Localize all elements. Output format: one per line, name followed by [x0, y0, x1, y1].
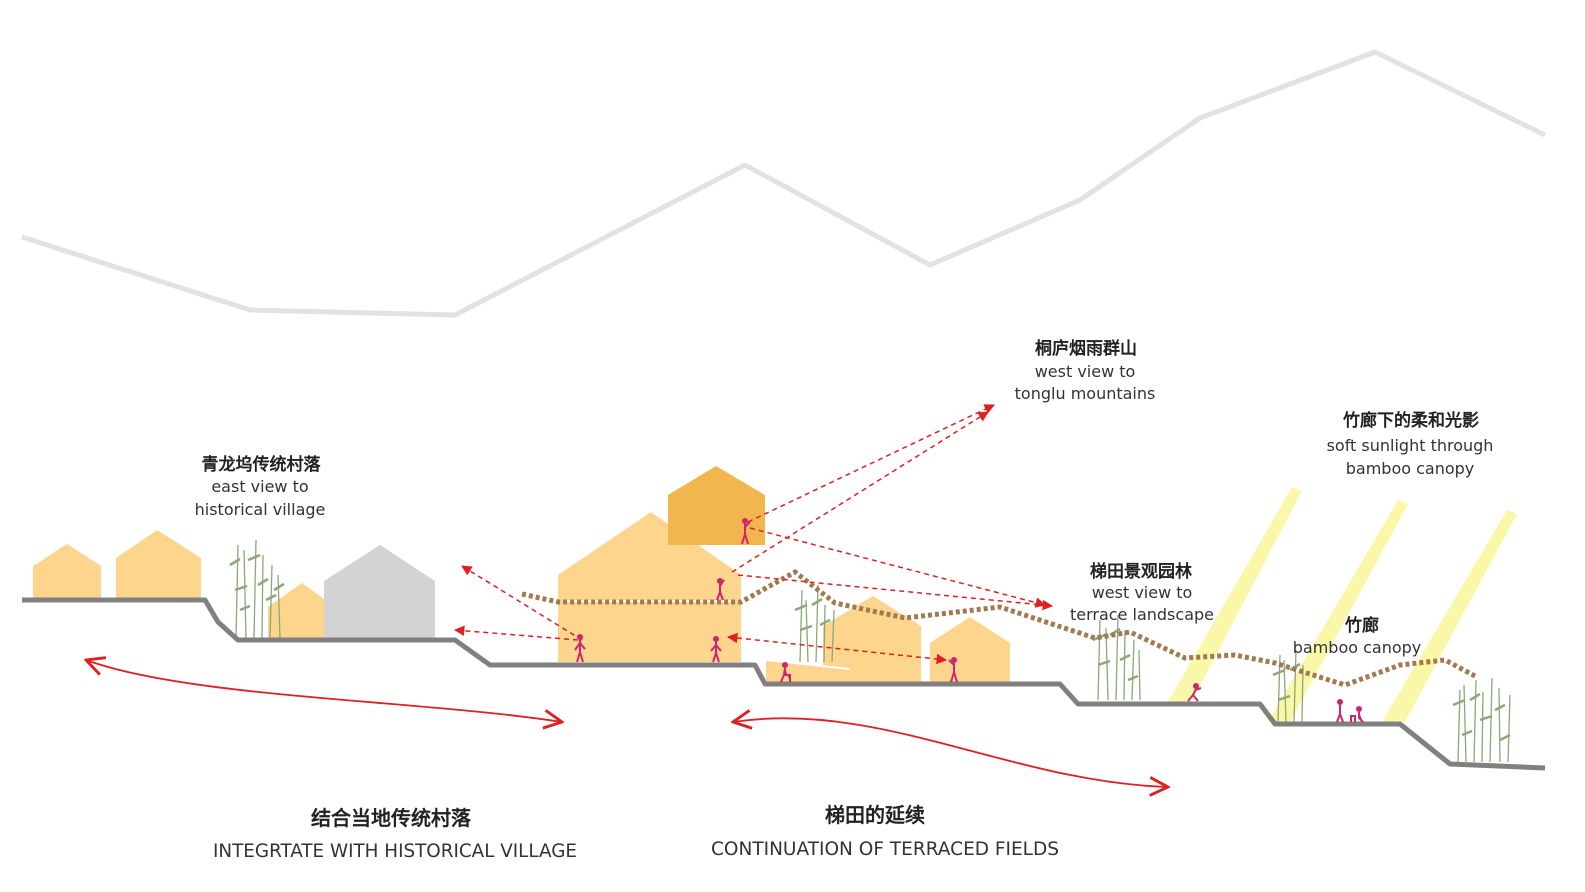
canopy-label-en-1: bamboo canopy	[1293, 638, 1422, 657]
village-label-en-1: east view to	[211, 477, 308, 496]
mountains-label-cn: 桐庐烟雨群山	[1035, 338, 1137, 359]
bamboo-cluster	[1452, 677, 1511, 763]
person	[1336, 699, 1344, 723]
caption-left: 结合当地传统村落 INTEGRTATE WITH HISTORICAL VILL…	[213, 806, 577, 862]
person	[1187, 683, 1202, 702]
cantilever-box	[668, 466, 765, 545]
terrace-continuation-arrow	[733, 718, 1168, 787]
label-sunlight: 竹廊下的柔和光影 soft sunlight through bamboo ca…	[1327, 410, 1494, 478]
people	[574, 518, 1364, 723]
terrace-label-en-1: west view to	[1092, 583, 1193, 602]
person	[741, 518, 751, 545]
person	[574, 634, 586, 663]
mountains-label-en-2: tonglu mountains	[1015, 384, 1156, 403]
caption-right: 梯田的延续 CONTINUATION OF TERRACED FIELDS	[711, 803, 1059, 860]
caption-right-en: CONTINUATION OF TERRACED FIELDS	[711, 838, 1059, 860]
bamboo-cluster	[1092, 614, 1141, 701]
person	[1350, 706, 1364, 723]
person	[780, 662, 791, 683]
label-canopy: 竹廊 bamboo canopy	[1293, 615, 1422, 657]
bamboo-clusters	[229, 539, 1511, 763]
bamboo-cluster	[794, 584, 835, 663]
house	[930, 617, 1010, 684]
person	[710, 636, 722, 663]
sunlight-label-en-2: bamboo canopy	[1346, 459, 1475, 478]
village-label-cn: 青龙坞传统村落	[202, 454, 322, 475]
bamboo-cluster	[229, 539, 285, 639]
houses	[33, 466, 1010, 684]
caption-right-cn: 梯田的延续	[825, 803, 925, 827]
label-mountains: 桐庐烟雨群山 west view to tonglu mountains	[1015, 338, 1156, 403]
canopy-label-cn: 竹廊	[1344, 615, 1379, 636]
sight-lines	[453, 404, 1054, 665]
house	[324, 545, 435, 639]
caption-left-cn: 结合当地传统村落	[311, 806, 472, 830]
caption-left-en: INTEGRTATE WITH HISTORICAL VILLAGE	[213, 840, 577, 862]
house	[116, 530, 201, 600]
terraced-ground	[22, 597, 1546, 771]
house	[33, 544, 101, 600]
sunlight-label-cn: 竹廊下的柔和光影	[1342, 410, 1479, 431]
sunlight-label-en-1: soft sunlight through	[1327, 436, 1494, 455]
house	[268, 583, 335, 639]
terrace-label-en-2: terrace landscape	[1070, 605, 1214, 624]
village-integration-arrow	[86, 660, 562, 722]
mountains-label-en-1: west view to	[1035, 362, 1136, 381]
mountain-silhouette	[21, 49, 1547, 318]
terrace-label-cn: 梯田景观园林	[1090, 561, 1192, 582]
main-building	[558, 512, 741, 662]
label-terrace: 梯田景观园林 west view to terrace landscape	[1070, 561, 1214, 624]
person	[716, 578, 725, 601]
person	[948, 657, 958, 683]
label-village: 青龙坞传统村落 east view to historical village	[195, 454, 326, 519]
village-label-en-2: historical village	[195, 500, 326, 519]
terrace-landscape-line	[521, 569, 1477, 688]
